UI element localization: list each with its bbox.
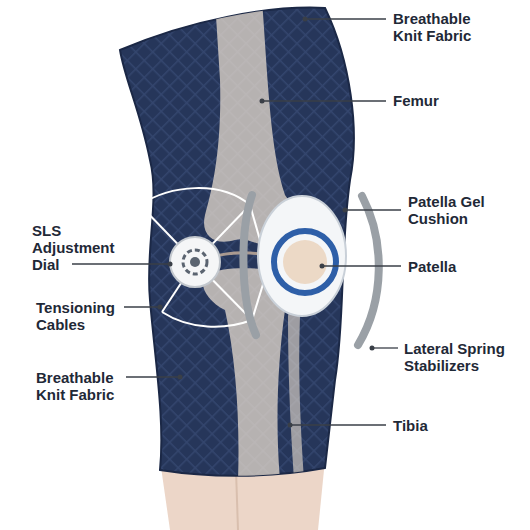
adjustment-dial xyxy=(170,237,220,287)
part-label: SLS Adjustment Dial xyxy=(32,222,124,273)
part-label: Femur xyxy=(393,92,503,109)
part-label: Breathable Knit Fabric xyxy=(393,10,503,44)
dial-gear xyxy=(183,250,207,274)
part-label: Patella xyxy=(408,258,508,275)
spring-stabilizer xyxy=(358,196,379,345)
leader-dots xyxy=(158,17,375,428)
part-label: Lateral Spring Stabilizers xyxy=(404,340,524,374)
leader-lines xyxy=(72,19,401,425)
part-label: Tensioning Cables xyxy=(36,299,122,333)
dial-hub xyxy=(190,257,200,267)
part-label: Breathable Knit Fabric xyxy=(36,369,124,403)
part-label: Tibia xyxy=(393,417,503,434)
part-label: Patella Gel Cushion xyxy=(408,193,508,227)
spring-stabilizer xyxy=(243,195,256,335)
patella-bone xyxy=(283,240,327,284)
cushion-ring xyxy=(274,231,336,293)
gel-cushion xyxy=(258,196,346,316)
leg-shade xyxy=(236,470,238,530)
